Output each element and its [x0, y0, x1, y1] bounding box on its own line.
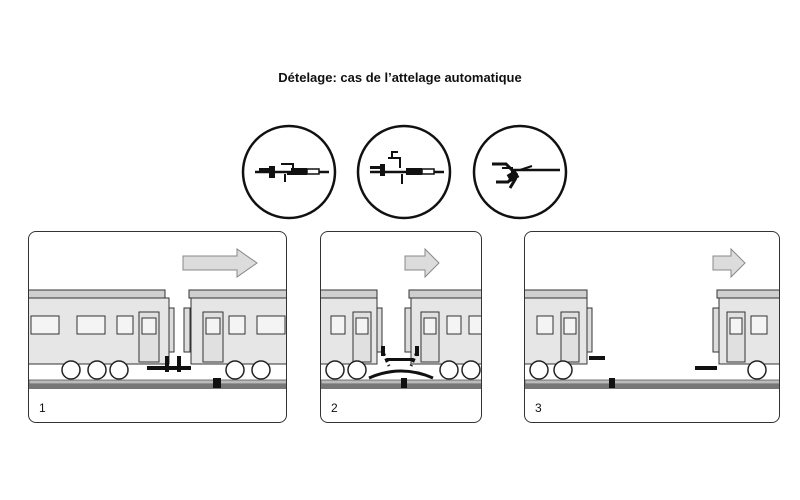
- diagram-title: Dételage: cas de l’attelage automatique: [278, 70, 522, 85]
- left-passenger-car: [321, 289, 383, 365]
- coupler-detail-3: [472, 124, 568, 220]
- step-number: 1: [39, 401, 46, 415]
- step-2-illustration: [321, 247, 481, 389]
- step-panel-3: 3: [524, 231, 780, 423]
- track: [29, 378, 286, 389]
- step-panel-2: 2: [320, 231, 482, 423]
- right-passenger-car: [695, 289, 779, 370]
- bogies: [325, 360, 481, 380]
- left-passenger-car: [525, 289, 605, 365]
- arrow-right-icon: [712, 247, 746, 279]
- coupler-lifted-icon: [356, 124, 452, 220]
- bogies: [529, 360, 767, 380]
- step-number: 3: [535, 401, 542, 415]
- step-1-illustration: [29, 248, 286, 389]
- track: [525, 378, 779, 389]
- coupler-pair-raised: [381, 346, 419, 361]
- arrow-right-icon: [182, 248, 258, 278]
- arrow-right-icon: [404, 247, 440, 279]
- coupler-hook-open-icon: [472, 124, 568, 220]
- step-3-illustration: [525, 247, 779, 389]
- track: [321, 378, 481, 389]
- right-passenger-car: [404, 289, 481, 365]
- step-number: 2: [331, 401, 338, 415]
- bogies: [61, 360, 271, 380]
- right-passenger-car: [183, 289, 286, 365]
- coupler-detail-2: [356, 124, 452, 220]
- coupler-pair: [147, 356, 191, 372]
- left-passenger-car: [29, 289, 175, 365]
- step-panel-1: 1: [28, 231, 287, 423]
- coupler-detail-1: [241, 124, 337, 220]
- coupler-closed-icon: [241, 124, 337, 220]
